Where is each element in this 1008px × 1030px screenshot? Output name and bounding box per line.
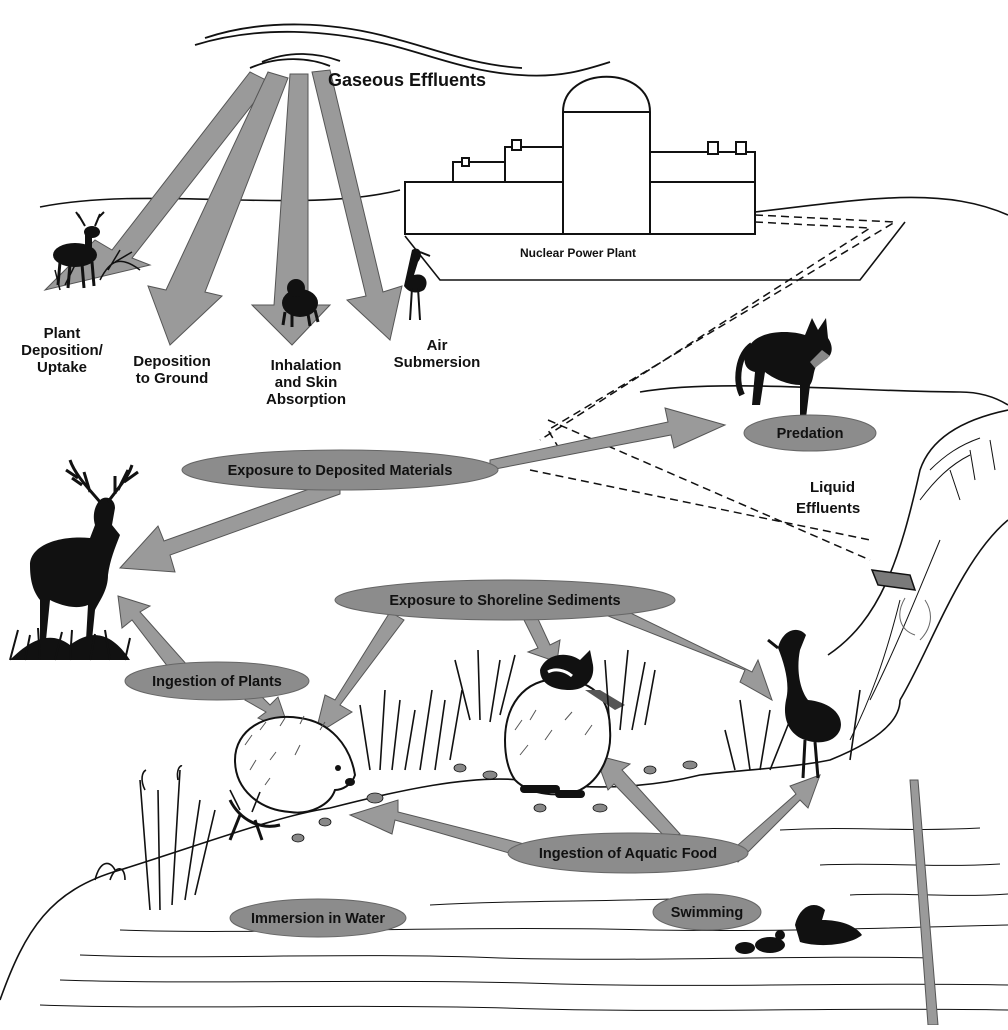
arrow-aquatic-to-heron — [729, 774, 821, 863]
raccoon-icon — [503, 650, 625, 798]
arrow-shoreline-to-heron — [607, 603, 773, 702]
predation-label: Predation — [777, 426, 844, 442]
gaseous-effluents-label: Gaseous Effluents — [328, 70, 486, 90]
plant-uptake-line1: Plant — [44, 325, 81, 342]
immersion-label: Immersion in Water — [251, 911, 385, 927]
large-deer-icon — [10, 459, 139, 660]
liquid-label-line1: Liquid — [810, 479, 855, 496]
arrow-to-air-submersion — [311, 69, 403, 341]
aquatic-food-label: Ingestion of Aquatic Food — [539, 846, 717, 862]
oval-deposited — [181, 449, 499, 491]
oval-shoreline — [334, 579, 676, 621]
plants-label: Ingestion of Plants — [152, 674, 282, 690]
liquid-label-line2: Effluents — [796, 500, 860, 517]
oval-plants — [124, 661, 310, 701]
water-ripples — [39, 827, 1008, 1011]
pathway-arrows — [43, 69, 939, 1026]
arrow-to-plant — [43, 71, 271, 291]
inhalation-line3: Absorption — [266, 391, 346, 408]
liquid-effluent-stream — [909, 779, 939, 1026]
pebbles — [291, 760, 698, 843]
outfall-pipe — [870, 569, 931, 641]
deposited-label: Exposure to Deposited Materials — [228, 463, 453, 479]
plant-label: Nuclear Power Plant — [520, 246, 636, 260]
muskrat-icon — [228, 715, 357, 841]
plant-uptake-line3: Uptake — [37, 359, 87, 376]
ground-line1: Deposition — [133, 353, 211, 370]
shoreline-label: Exposure to Shoreline Sediments — [389, 593, 620, 609]
nuclear-plant-building — [404, 75, 756, 235]
grass-icon — [9, 627, 131, 661]
swimming-label: Swimming — [671, 905, 744, 921]
plant-uptake-line2: Deposition/ — [21, 342, 103, 359]
arrow-shoreline-to-beaver — [314, 611, 405, 737]
inhalation-line1: Inhalation — [271, 357, 342, 374]
reeds — [94, 649, 861, 911]
air-submersion-line2: Submersion — [394, 354, 481, 371]
oval-predation — [743, 414, 877, 452]
oval-immersion — [229, 898, 407, 938]
shrub-icon — [54, 249, 141, 291]
arrow-to-ground — [147, 71, 289, 346]
heron-icon — [767, 629, 841, 779]
inhalation-line2: and Skin — [275, 374, 338, 391]
small-raccoon-icon — [281, 279, 320, 327]
arrow-to-predation — [489, 407, 727, 471]
oval-swimming — [652, 893, 762, 931]
arrow-to-deer — [118, 477, 341, 573]
air-submersion-line1: Air — [427, 337, 448, 354]
oval-aquatic — [507, 832, 749, 874]
duck-icon — [735, 905, 862, 954]
fox-icon — [735, 318, 832, 418]
gaseous-plume — [194, 23, 611, 77]
ground-line2: to Ground — [136, 370, 208, 387]
arrow-aquatic-to-raccoon — [594, 754, 681, 841]
small-heron-icon — [404, 248, 431, 321]
exposure-ovals — [124, 414, 877, 938]
riverbank-strata — [849, 437, 996, 741]
